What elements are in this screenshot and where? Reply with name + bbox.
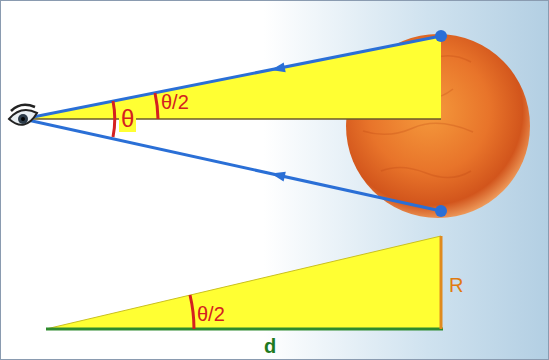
angle-arc — [190, 295, 194, 329]
upper-triangle — [23, 36, 441, 119]
distance-line — [46, 328, 443, 331]
light-ray — [23, 36, 441, 119]
light-ray — [23, 119, 441, 211]
angle-label: θ — [119, 106, 136, 132]
angle-arc — [155, 93, 158, 119]
half-angle-label: θ/2 — [161, 91, 189, 113]
edge-dot — [435, 30, 447, 42]
radius-line — [440, 236, 443, 329]
edge-dot — [435, 205, 447, 217]
half-angle-label: θ/2 — [197, 303, 225, 325]
arrowhead — [271, 172, 286, 182]
lower-triangle — [46, 236, 441, 329]
eye-icon — [9, 105, 37, 125]
radius-label: R — [449, 274, 463, 296]
hypotenuse — [46, 236, 441, 329]
distance-label: d — [264, 335, 276, 357]
angle-arc — [113, 101, 115, 137]
center-line — [23, 118, 441, 120]
arrowhead — [271, 62, 286, 72]
